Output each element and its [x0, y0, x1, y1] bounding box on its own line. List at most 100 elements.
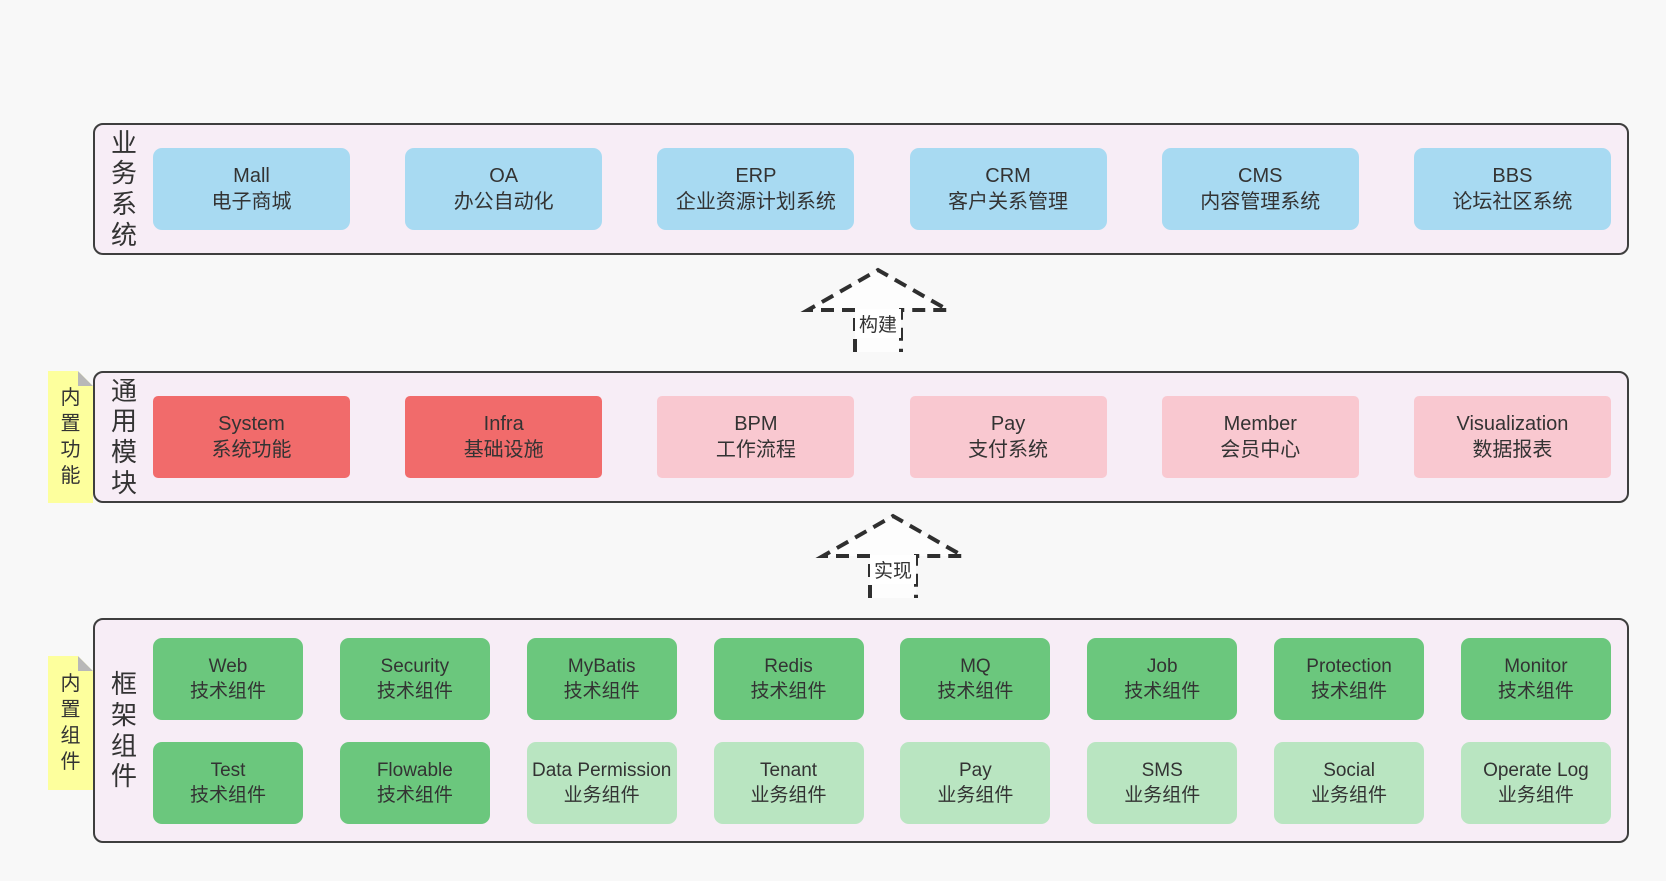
- box-title: System: [218, 413, 285, 435]
- sticky-note-built-in-components: 内置组件: [48, 656, 93, 790]
- box-title: BPM: [734, 413, 778, 435]
- box-system: System 系统功能: [153, 396, 350, 478]
- box-title: Pay: [990, 413, 1026, 435]
- box-subtitle: 内容管理系统: [1200, 191, 1321, 213]
- box-cms: CMS 内容管理系统: [1161, 148, 1359, 230]
- arrow-build: 构建: [798, 266, 958, 352]
- box-subtitle: 技术组件: [1497, 680, 1574, 702]
- box-infra: Infra 基础设施: [405, 396, 603, 478]
- box-title: BBS: [1492, 165, 1533, 187]
- box-operate-log: Operate Log 业务组件: [1460, 741, 1611, 824]
- box-title: Test: [210, 759, 246, 781]
- box-title: Protection: [1306, 655, 1392, 677]
- box-subtitle: 技术组件: [937, 680, 1014, 702]
- folded-corner-icon: [78, 371, 93, 386]
- sticky-label: 内置组件: [60, 673, 81, 773]
- box-subtitle: 业务组件: [1497, 784, 1574, 806]
- box-job: Job 技术组件: [1087, 637, 1238, 720]
- section-label-text: 框架组件: [110, 669, 137, 792]
- box-subtitle: 基础设施: [463, 439, 544, 461]
- box-title: Job: [1146, 655, 1178, 677]
- arrow-implement-label: 实现: [869, 555, 917, 584]
- box-title: ERP: [735, 165, 777, 187]
- box-title: MyBatis: [567, 655, 636, 677]
- box-subtitle: 工作流程: [715, 439, 796, 461]
- box-tenant: Tenant 业务组件: [713, 741, 864, 824]
- box-title: OA: [489, 165, 519, 187]
- box-subtitle: 电子商城: [211, 191, 292, 213]
- box-subtitle: 技术组件: [1311, 680, 1388, 702]
- box-title: CMS: [1238, 165, 1283, 187]
- box-title: Visualization: [1456, 413, 1569, 435]
- box-subtitle: 会员中心: [1220, 439, 1301, 461]
- box-pay-biz: Pay 业务组件: [900, 741, 1051, 824]
- sticky-note-built-in-features: 内置功能: [48, 371, 93, 503]
- box-title: SMS: [1141, 759, 1183, 781]
- sticky-label: 内置功能: [60, 387, 81, 487]
- box-visualization: Visualization 数据报表: [1413, 396, 1611, 478]
- box-mall: Mall 电子商城: [153, 148, 350, 230]
- box-protection: Protection 技术组件: [1274, 637, 1425, 720]
- box-title: Security: [380, 655, 450, 677]
- box-subtitle: 论坛社区系统: [1452, 191, 1573, 213]
- section-label-components: 框架组件: [95, 620, 153, 841]
- box-mybatis: MyBatis 技术组件: [526, 637, 677, 720]
- box-subtitle: 系统功能: [211, 439, 292, 461]
- box-title: Mall: [233, 165, 270, 187]
- box-title: Operate Log: [1483, 759, 1589, 781]
- box-subtitle: 技术组件: [189, 784, 266, 806]
- box-subtitle: 业务组件: [1311, 784, 1388, 806]
- section-framework-components: 框架组件 Web 技术组件 Security 技术组件 MyBatis 技术组件…: [93, 618, 1629, 843]
- box-title: CRM: [985, 165, 1031, 187]
- box-subtitle: 业务组件: [937, 784, 1014, 806]
- box-sms: SMS 业务组件: [1087, 741, 1238, 824]
- box-title: Social: [1323, 759, 1375, 781]
- box-erp: ERP 企业资源计划系统: [657, 148, 855, 230]
- box-subtitle: 客户关系管理: [948, 191, 1069, 213]
- box-subtitle: 技术组件: [376, 680, 453, 702]
- box-title: Web: [208, 655, 248, 677]
- arrow-implement: 实现: [813, 512, 973, 598]
- box-bbs: BBS 论坛社区系统: [1413, 148, 1611, 230]
- box-subtitle: 技术组件: [189, 680, 266, 702]
- arrow-build-label: 构建: [854, 309, 902, 338]
- section-label-text: 业务系统: [110, 127, 137, 250]
- box-pay: Pay 支付系统: [909, 396, 1107, 478]
- section-business-systems: 业务系统 Mall 电子商城 OA 办公自动化 ERP 企业资源计划系统 CRM: [93, 123, 1629, 255]
- box-web: Web 技术组件: [153, 637, 303, 720]
- section-label-text: 通用模块: [110, 375, 137, 498]
- section-label-business: 业务系统: [95, 125, 153, 253]
- box-title: Monitor: [1504, 655, 1568, 677]
- box-redis: Redis 技术组件: [713, 637, 864, 720]
- box-subtitle: 数据报表: [1472, 439, 1553, 461]
- box-subtitle: 支付系统: [968, 439, 1049, 461]
- box-test: Test 技术组件: [153, 741, 303, 824]
- box-title: Tenant: [760, 759, 818, 781]
- box-social: Social 业务组件: [1274, 741, 1425, 824]
- folded-corner-icon: [78, 656, 93, 671]
- box-subtitle: 技术组件: [1124, 680, 1201, 702]
- box-title: Redis: [764, 655, 813, 677]
- box-oa: OA 办公自动化: [405, 148, 603, 230]
- box-subtitle: 企业资源计划系统: [675, 191, 836, 213]
- box-data-permission: Data Permission 业务组件: [526, 741, 677, 824]
- box-subtitle: 技术组件: [563, 680, 640, 702]
- box-title: Data Permission: [531, 759, 672, 781]
- box-member: Member 会员中心: [1161, 396, 1359, 478]
- box-subtitle: 业务组件: [750, 784, 827, 806]
- section-label-modules: 通用模块: [95, 373, 153, 501]
- box-title: Pay: [959, 759, 992, 781]
- box-subtitle: 技术组件: [376, 784, 453, 806]
- box-title: Member: [1223, 413, 1297, 435]
- box-title: MQ: [960, 655, 991, 677]
- box-mq: MQ 技术组件: [900, 637, 1051, 720]
- section-common-modules: 通用模块 System 系统功能 Infra 基础设施 BPM 工作流程 Pay: [93, 371, 1629, 503]
- box-title: Flowable: [376, 759, 453, 781]
- box-subtitle: 办公自动化: [453, 191, 554, 213]
- box-subtitle: 业务组件: [1124, 784, 1201, 806]
- box-crm: CRM 客户关系管理: [909, 148, 1107, 230]
- box-subtitle: 技术组件: [750, 680, 827, 702]
- box-security: Security 技术组件: [339, 637, 490, 720]
- box-title: Infra: [483, 413, 524, 435]
